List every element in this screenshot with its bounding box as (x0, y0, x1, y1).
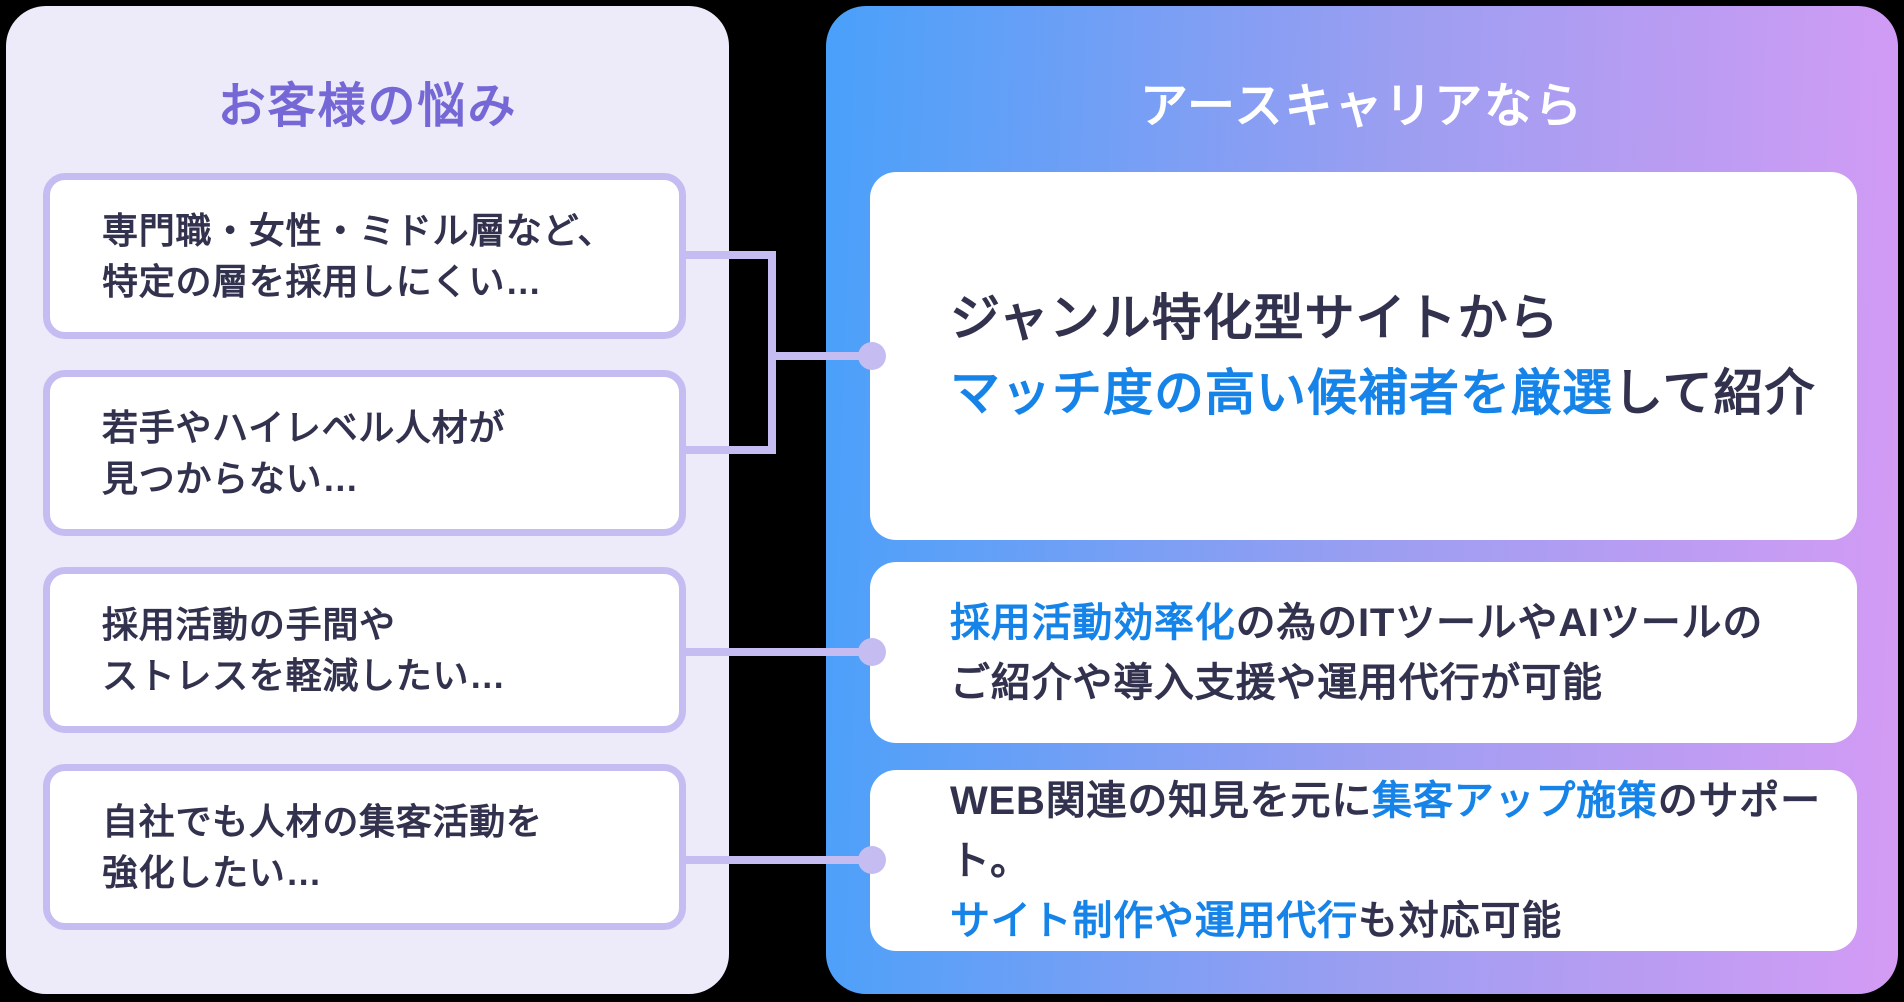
worry-box-4-line-2: 強化したい… (102, 852, 323, 893)
solution-box-1-text: ジャンル特化型サイトからマッチ度の高い候補者を厳選して紹介 (950, 290, 1816, 421)
solution-box-3: WEB関連の知見を元に集客アップ施策のサポート。サイト制作や運用代行も対応可能 (870, 770, 1857, 951)
worry-box-2-line-1: 若手やハイレベル人材が (102, 406, 506, 448)
solutions-panel-title: アースキャリアなら (1139, 80, 1584, 133)
connector-stub-worry-1 (684, 251, 776, 259)
solution-box-2: 採用活動効率化の為のITツールやAIツールのご紹介や導入支援や運用代行が可能 (870, 562, 1857, 743)
connector-dot-solution-2 (858, 638, 886, 666)
worry-box-1: 専門職・女性・ミドル層など、 特定の層を採用しにくい… (43, 173, 686, 339)
worry-box-3: 採用活動の手間や ストレスを軽減したい… (43, 567, 686, 733)
worry-box-4-line-1: 自社でも人材の集客活動を (102, 800, 543, 842)
worry-box-2: 若手やハイレベル人材が 見つからない… (43, 370, 686, 536)
connector-worry-3-to-solution-2 (684, 648, 872, 656)
solution-box-1: ジャンル特化型サイトからマッチ度の高い候補者を厳選して紹介 (870, 172, 1857, 540)
connector-worry-4-to-solution-3 (684, 856, 872, 864)
connector-dot-solution-3 (858, 846, 886, 874)
solution-box-2-text: 採用活動効率化の為のITツールやAIツールのご紹介や導入支援や運用代行が可能 (950, 600, 1764, 705)
worry-box-2-line-2: 見つからない… (102, 458, 360, 499)
connector-branch-to-solution-1 (768, 352, 872, 360)
connector-dot-solution-1 (858, 342, 886, 370)
worry-box-1-line-2: 特定の層を採用しにくい… (102, 261, 542, 302)
worry-box-1-line-1: 専門職・女性・ミドル層など、 (102, 209, 615, 251)
worry-box-1-text: 専門職・女性・ミドル層など、 特定の層を採用しにくい… (102, 205, 614, 307)
worry-box-2-text: 若手やハイレベル人材が 見つからない… (102, 402, 505, 504)
solution-box-3-text: WEB関連の知見を元に集客アップ施策のサポート。サイト制作や運用代行も対応可能 (950, 778, 1821, 943)
connector-stub-worry-2 (684, 446, 776, 454)
worries-panel-title: お客様の悩み (217, 80, 518, 133)
worry-box-3-line-1: 採用活動の手間や (102, 603, 396, 645)
worry-box-4: 自社でも人材の集客活動を 強化したい… (43, 764, 686, 930)
worry-box-3-line-2: ストレスを軽減したい… (102, 655, 506, 696)
worry-box-3-text: 採用活動の手間や ストレスを軽減したい… (102, 599, 506, 701)
worry-box-4-text: 自社でも人材の集客活動を 強化したい… (102, 796, 543, 898)
